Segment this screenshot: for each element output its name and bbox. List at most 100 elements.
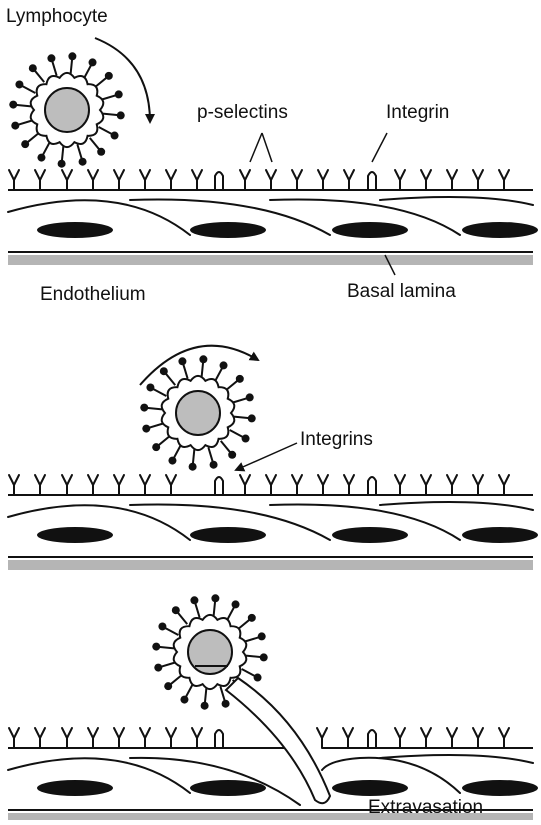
p-selectin-receptor [266, 170, 276, 190]
endothelial-cell-boundary [380, 502, 533, 510]
lymphocyte-protein-tip [160, 367, 168, 375]
label-extravasation: Extravasation [368, 798, 483, 817]
p-selectin-receptor [62, 475, 72, 495]
p-selectin-receptor [473, 475, 483, 495]
lymphocyte-nucleus [188, 630, 232, 674]
p-selectin-receptor [9, 728, 19, 748]
p-selectin-receptor [343, 728, 353, 748]
integrin-receptor [215, 172, 223, 190]
lymphocyte-protein-tip [11, 122, 19, 130]
p-selectin-receptor [318, 170, 328, 190]
lymphocyte-protein-tip [168, 457, 176, 465]
p-selectins-leader-right [262, 133, 272, 162]
lymphocyte-protein-tip [246, 393, 254, 401]
lymphocyte-protein-tip [199, 355, 207, 363]
basal-lamina-band [8, 560, 533, 570]
endothelial-nucleus [462, 780, 538, 796]
p-selectin-receptor [166, 170, 176, 190]
p-selectin-receptor [88, 475, 98, 495]
lymphocyte-protein-tip [228, 451, 236, 459]
lymphocyte-protein-tip [117, 111, 125, 119]
lymphocyte-protein-tip [236, 375, 244, 383]
integrins-leader-arrow [236, 443, 297, 470]
p-selectin-receptor [35, 170, 45, 190]
lymphocyte-protein-tip [140, 404, 148, 412]
p-selectin-receptor [395, 170, 405, 190]
p-selectin-receptor [192, 728, 202, 748]
lymphocyte-protein-tip [248, 614, 256, 622]
endothelial-nucleus [332, 780, 408, 796]
p-selectin-receptor [62, 170, 72, 190]
p-selectin-receptor [166, 728, 176, 748]
lymphocyte-protein-tip [97, 148, 105, 156]
p-selectin-receptor [140, 475, 150, 495]
lymphocyte-protein-tip [111, 132, 119, 140]
p-selectin-receptor [317, 728, 327, 748]
p-selectin-receptor [62, 728, 72, 748]
p-selectin-receptor [421, 475, 431, 495]
endothelial-cell-boundary [380, 197, 533, 205]
p-selectin-receptor [240, 475, 250, 495]
lymphocyte-protein-tip [201, 702, 209, 710]
endothelial-nucleus [332, 222, 408, 238]
lymphocyte-protein-tip [37, 154, 45, 162]
panel-rolling [8, 170, 538, 265]
lymphocyte-protein-tip [232, 600, 240, 608]
p-selectin-receptor [192, 170, 202, 190]
basal-lamina-band [8, 255, 533, 265]
p-selectin-receptor [292, 475, 302, 495]
p-selectin-receptor [473, 728, 483, 748]
lymphocyte-protein-tip [189, 463, 197, 471]
p-selectin-receptor [35, 728, 45, 748]
p-selectin-receptor [499, 170, 509, 190]
p-selectin-receptor [395, 728, 405, 748]
lymphocyte-protein-tip [210, 461, 218, 469]
lymphocyte-protein-tip [146, 383, 154, 391]
endothelial-nucleus [37, 222, 113, 238]
lymphocyte-protein-tip [190, 596, 198, 604]
p-selectin-receptor [140, 728, 150, 748]
label-integrins: Integrins [300, 430, 373, 449]
p-selectin-receptor [499, 475, 509, 495]
lymphocyte-protein-tip [15, 80, 23, 88]
lymphocyte-protein-tip [222, 700, 230, 708]
lymphocyte-protein-tip [178, 357, 186, 365]
p-selectins-leader-left [250, 133, 262, 162]
lymphocyte-protein-tip [248, 414, 256, 422]
lymphocyte-protein-tip [254, 674, 262, 682]
endothelial-nucleus [190, 222, 266, 238]
lymphocyte-protein-tip [152, 443, 160, 451]
lymphocyte-protein-tip [211, 594, 219, 602]
lymphocyte-protein-tip [220, 361, 228, 369]
lymphocyte-protein-tip [9, 101, 17, 109]
p-selectin-receptor [9, 475, 19, 495]
p-selectin-receptor [318, 475, 328, 495]
p-selectin-receptor [499, 728, 509, 748]
lymphocyte-protein-tip [154, 664, 162, 672]
p-selectin-receptor [447, 475, 457, 495]
p-selectin-receptor [266, 475, 276, 495]
p-selectin-receptor [114, 728, 124, 748]
p-selectin-receptor [344, 170, 354, 190]
p-selectin-receptor [421, 170, 431, 190]
p-selectin-receptor [166, 475, 176, 495]
lymphocyte-rolling [9, 52, 124, 167]
p-selectin-receptor [114, 170, 124, 190]
p-selectin-receptor [140, 170, 150, 190]
p-selectin-receptor [9, 170, 19, 190]
integrin-receptor [368, 172, 376, 190]
endothelial-nucleus [462, 222, 538, 238]
endothelial-nucleus [190, 527, 266, 543]
lymphocyte-protein-tip [79, 158, 87, 166]
endothelial-nucleus [332, 527, 408, 543]
endothelial-nucleus [190, 780, 266, 796]
lymphocyte-protein-tip [47, 54, 55, 62]
p-selectin-receptor [421, 728, 431, 748]
p-selectin-receptor [447, 170, 457, 190]
p-selectin-receptor [344, 475, 354, 495]
lymphocyte-protein-tip [58, 160, 66, 168]
p-selectin-receptor [35, 475, 45, 495]
lymphocyte-protein-tip [21, 140, 29, 148]
panel-adhesion [8, 475, 538, 570]
